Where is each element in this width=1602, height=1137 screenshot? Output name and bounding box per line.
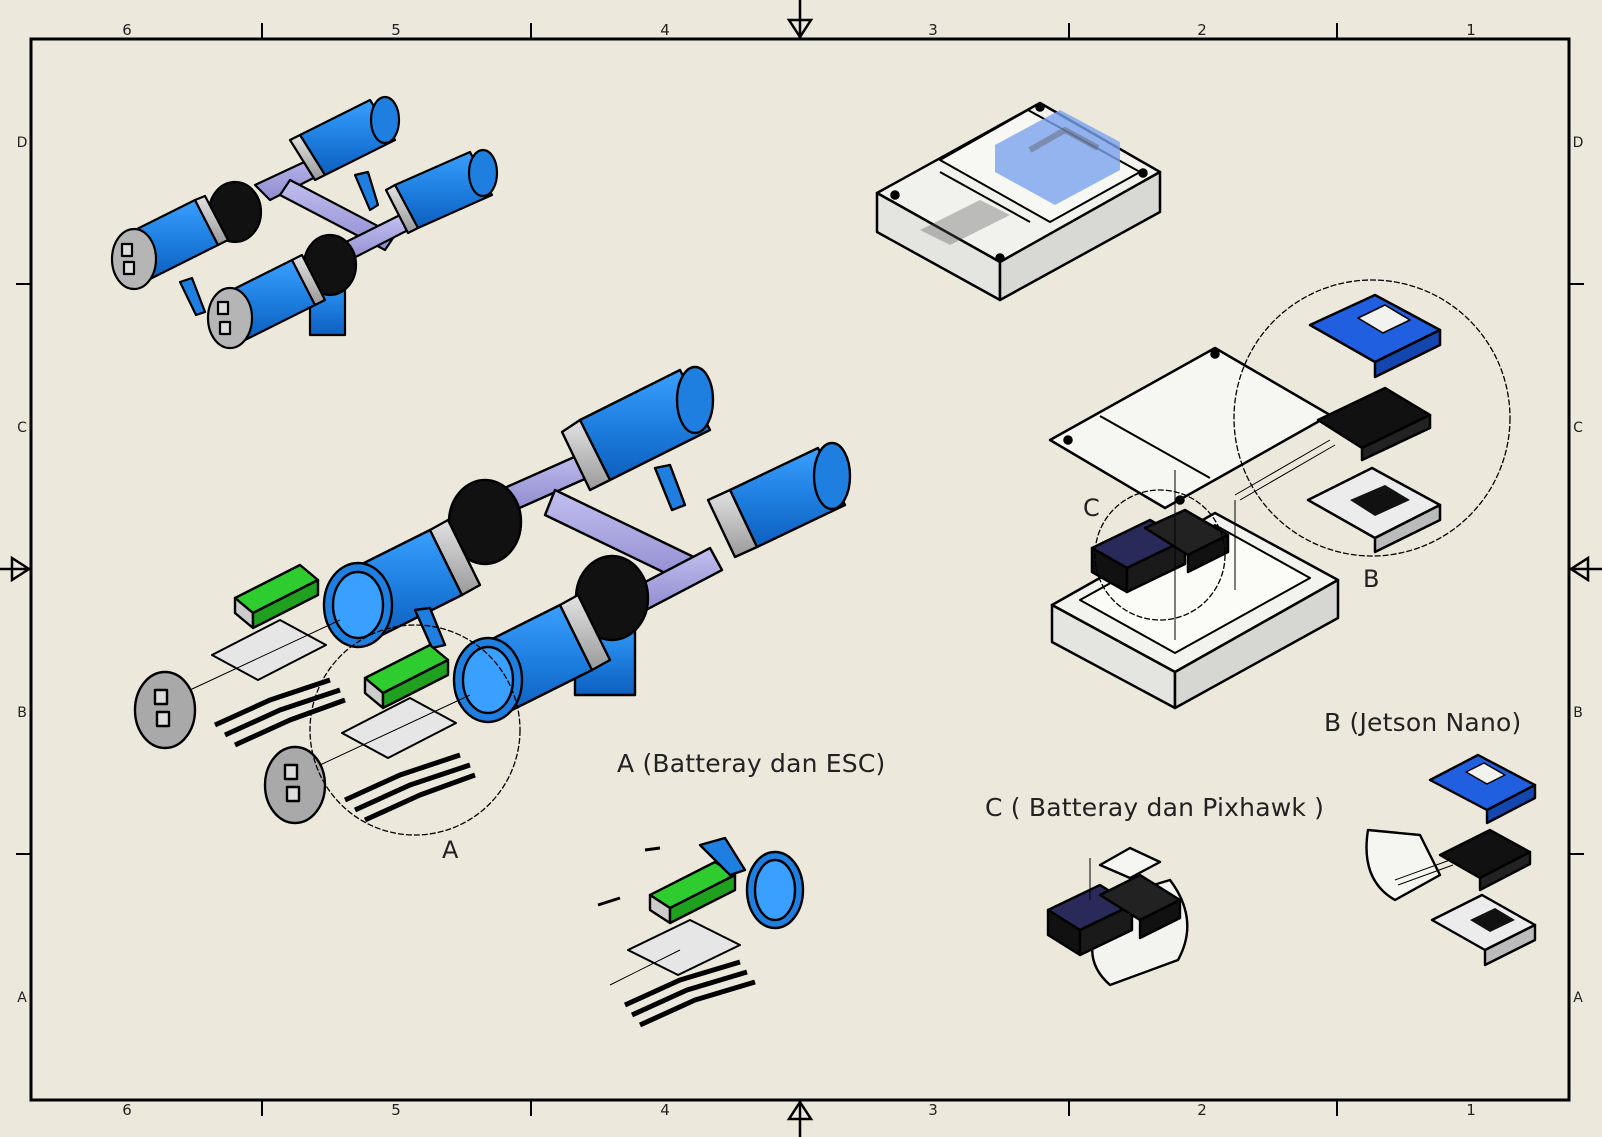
zone-ticks-top bbox=[261, 23, 1338, 39]
centering-mark-right bbox=[1568, 555, 1602, 583]
thruster-tube-open bbox=[322, 518, 482, 649]
thruster-tube bbox=[110, 194, 230, 291]
zone-label-bottom-4: 4 bbox=[660, 1101, 670, 1119]
thruster-tube bbox=[288, 95, 401, 182]
zone-label-bottom-3: 3 bbox=[928, 1101, 938, 1119]
zone-label-top-2: 2 bbox=[1197, 21, 1207, 39]
zone-label-top-5: 5 bbox=[391, 21, 401, 39]
caption-detail-b: B (Jetson Nano) bbox=[1324, 708, 1522, 737]
thruster-tube bbox=[560, 365, 715, 492]
zone-label-right-d: D bbox=[1573, 135, 1584, 151]
detail-c-view bbox=[1046, 846, 1189, 987]
jetson-board bbox=[1316, 386, 1432, 450]
zone-labels-top: 6 5 4 3 2 1 bbox=[122, 21, 1476, 39]
centering-mark-top bbox=[786, 0, 814, 40]
zone-label-left-c: C bbox=[17, 420, 27, 436]
jetson-module bbox=[995, 110, 1120, 205]
thruster-nozzle bbox=[353, 170, 380, 212]
callout-c: C bbox=[1083, 494, 1100, 522]
zone-labels-left: D C B A bbox=[17, 135, 28, 1006]
zone-label-top-3: 3 bbox=[928, 21, 938, 39]
esc-plate bbox=[211, 619, 327, 681]
esc-wires bbox=[213, 677, 476, 823]
enclosure-closed-view bbox=[875, 101, 1162, 302]
thruster-tube bbox=[384, 148, 499, 235]
zone-label-right-a: A bbox=[1573, 990, 1583, 1006]
assembly-small-view bbox=[110, 95, 499, 350]
end-cap bbox=[133, 670, 197, 750]
assembly-exploded-view bbox=[133, 365, 852, 825]
esc-plate bbox=[627, 919, 741, 976]
battery bbox=[1125, 538, 1187, 594]
esc-wires bbox=[623, 959, 756, 1028]
detail-circle-b bbox=[1233, 279, 1511, 557]
detail-circle-a bbox=[309, 624, 521, 836]
thruster-nozzle bbox=[653, 463, 687, 512]
zone-label-right-c: C bbox=[1573, 420, 1583, 436]
drawing-frame bbox=[29, 37, 1571, 1102]
thruster-nozzle bbox=[178, 276, 207, 317]
battery bbox=[381, 658, 450, 710]
zone-ticks-left bbox=[16, 283, 31, 855]
zone-ticks-bottom bbox=[261, 1100, 1338, 1116]
thruster-tube bbox=[706, 441, 852, 559]
zone-label-bottom-5: 5 bbox=[391, 1101, 401, 1119]
thruster-tube bbox=[206, 253, 327, 350]
zone-label-bottom-1: 1 bbox=[1466, 1101, 1476, 1119]
detail-circle-c bbox=[1094, 489, 1226, 621]
zone-label-top-6: 6 bbox=[122, 21, 132, 39]
centering-mark-left bbox=[0, 555, 32, 583]
zone-labels-right: D C B A bbox=[1573, 135, 1584, 1006]
enclosure-lid bbox=[1048, 346, 1332, 510]
thruster-tube-open bbox=[452, 593, 612, 724]
zone-label-top-4: 4 bbox=[660, 21, 670, 39]
caption-detail-a: A (Batteray dan ESC) bbox=[617, 749, 886, 778]
battery bbox=[251, 578, 320, 630]
zone-label-right-b: B bbox=[1573, 705, 1583, 721]
zone-labels-bottom: 6 5 4 3 2 1 bbox=[122, 1101, 1476, 1119]
detail-b-view bbox=[1365, 753, 1537, 967]
zone-label-bottom-2: 2 bbox=[1197, 1101, 1207, 1119]
zone-ticks-right bbox=[1569, 283, 1584, 855]
zone-label-bottom-6: 6 bbox=[122, 1101, 132, 1119]
end-cap bbox=[263, 745, 327, 825]
detail-a-view bbox=[597, 836, 805, 1028]
zone-label-left-b: B bbox=[17, 705, 27, 721]
centering-mark-bottom bbox=[786, 1099, 814, 1137]
thruster-nozzle bbox=[413, 606, 447, 650]
enclosure-exploded-view bbox=[1048, 293, 1442, 710]
caption-detail-c: C ( Batteray dan Pixhawk ) bbox=[985, 793, 1325, 822]
zone-label-top-1: 1 bbox=[1466, 21, 1476, 39]
zone-label-left-a: A bbox=[17, 990, 27, 1006]
callout-a: A bbox=[442, 836, 459, 864]
callout-b: B bbox=[1363, 565, 1380, 593]
zone-label-left-d: D bbox=[17, 135, 28, 151]
